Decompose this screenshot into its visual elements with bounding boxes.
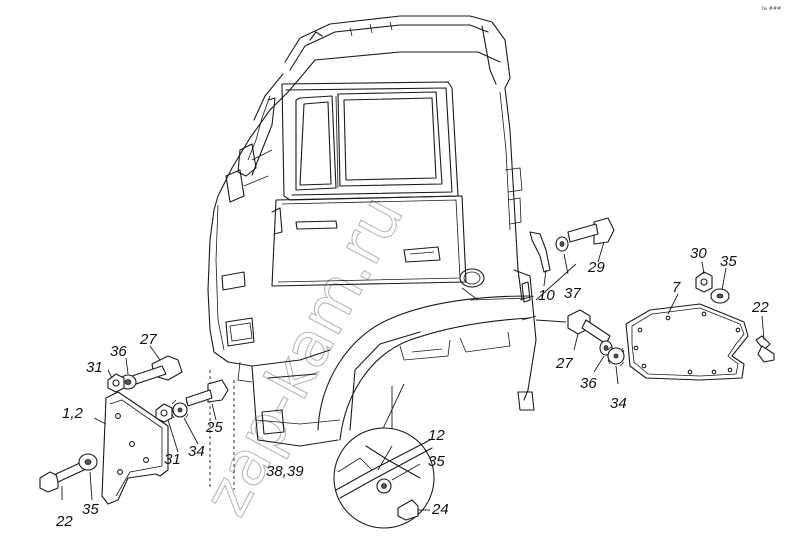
callout-35-right: 35: [720, 253, 737, 270]
callout-36-right: 36: [580, 375, 597, 392]
leader-bracket: [535, 263, 577, 301]
leader-36a: [125, 357, 129, 375]
callout-31-top: 31: [86, 359, 103, 376]
callout-38-39: 38,39: [266, 463, 304, 480]
callout-1-2: 1,2: [62, 405, 84, 422]
leader-10: [543, 269, 547, 287]
leader-22b: [761, 315, 765, 341]
truck-cab: [207, 15, 537, 447]
callout-34-right: 34: [610, 395, 627, 412]
callout-30: 30: [690, 245, 707, 262]
leader-30: [701, 261, 705, 275]
callout-24: 24: [431, 501, 449, 518]
mudflap-left: [101, 391, 169, 505]
detail-magnifier: [333, 427, 435, 529]
leader-29: [597, 241, 605, 263]
leader-31a: [107, 369, 113, 379]
callout-34-left: 34: [188, 443, 205, 460]
leader-bolt-right: [535, 319, 567, 323]
leader-34a: [183, 417, 199, 445]
corner-mark: № ###: [762, 6, 781, 12]
leader-35b: [391, 463, 421, 481]
callout-22-right: 22: [751, 299, 769, 316]
callout-31-bottom: 31: [164, 451, 181, 468]
callout-27-left: 27: [139, 331, 157, 348]
leader-35a: [89, 471, 93, 501]
callout-7: 7: [672, 279, 681, 296]
leader-36b: [593, 355, 605, 373]
leader-12: [93, 417, 107, 425]
callout-35-detail: 35: [428, 453, 445, 470]
hardware-left: [39, 355, 229, 493]
leader-27a: [149, 345, 161, 361]
callout-22-left: 22: [55, 513, 73, 530]
leader-12b: [377, 445, 393, 471]
leader-7: [667, 293, 679, 315]
leader-27b: [573, 333, 579, 351]
callout-36-left: 36: [110, 343, 127, 360]
hardware-shield: [695, 271, 775, 363]
leader-34b: [615, 365, 619, 385]
callout-27-right: 27: [555, 355, 573, 372]
leader-25: [211, 403, 217, 421]
callout-37: 37: [564, 285, 581, 302]
leader-35c: [721, 267, 727, 291]
callout-35-left: 35: [82, 501, 99, 518]
splash-shield: [625, 303, 749, 381]
callout-25: 25: [205, 419, 223, 436]
callout-10: 10: [538, 287, 555, 304]
leader-37: [563, 253, 569, 275]
hardware-right: [529, 217, 625, 367]
callout-12: 12: [428, 427, 445, 444]
callout-29: 29: [587, 259, 605, 276]
leader-31b: [167, 419, 179, 453]
